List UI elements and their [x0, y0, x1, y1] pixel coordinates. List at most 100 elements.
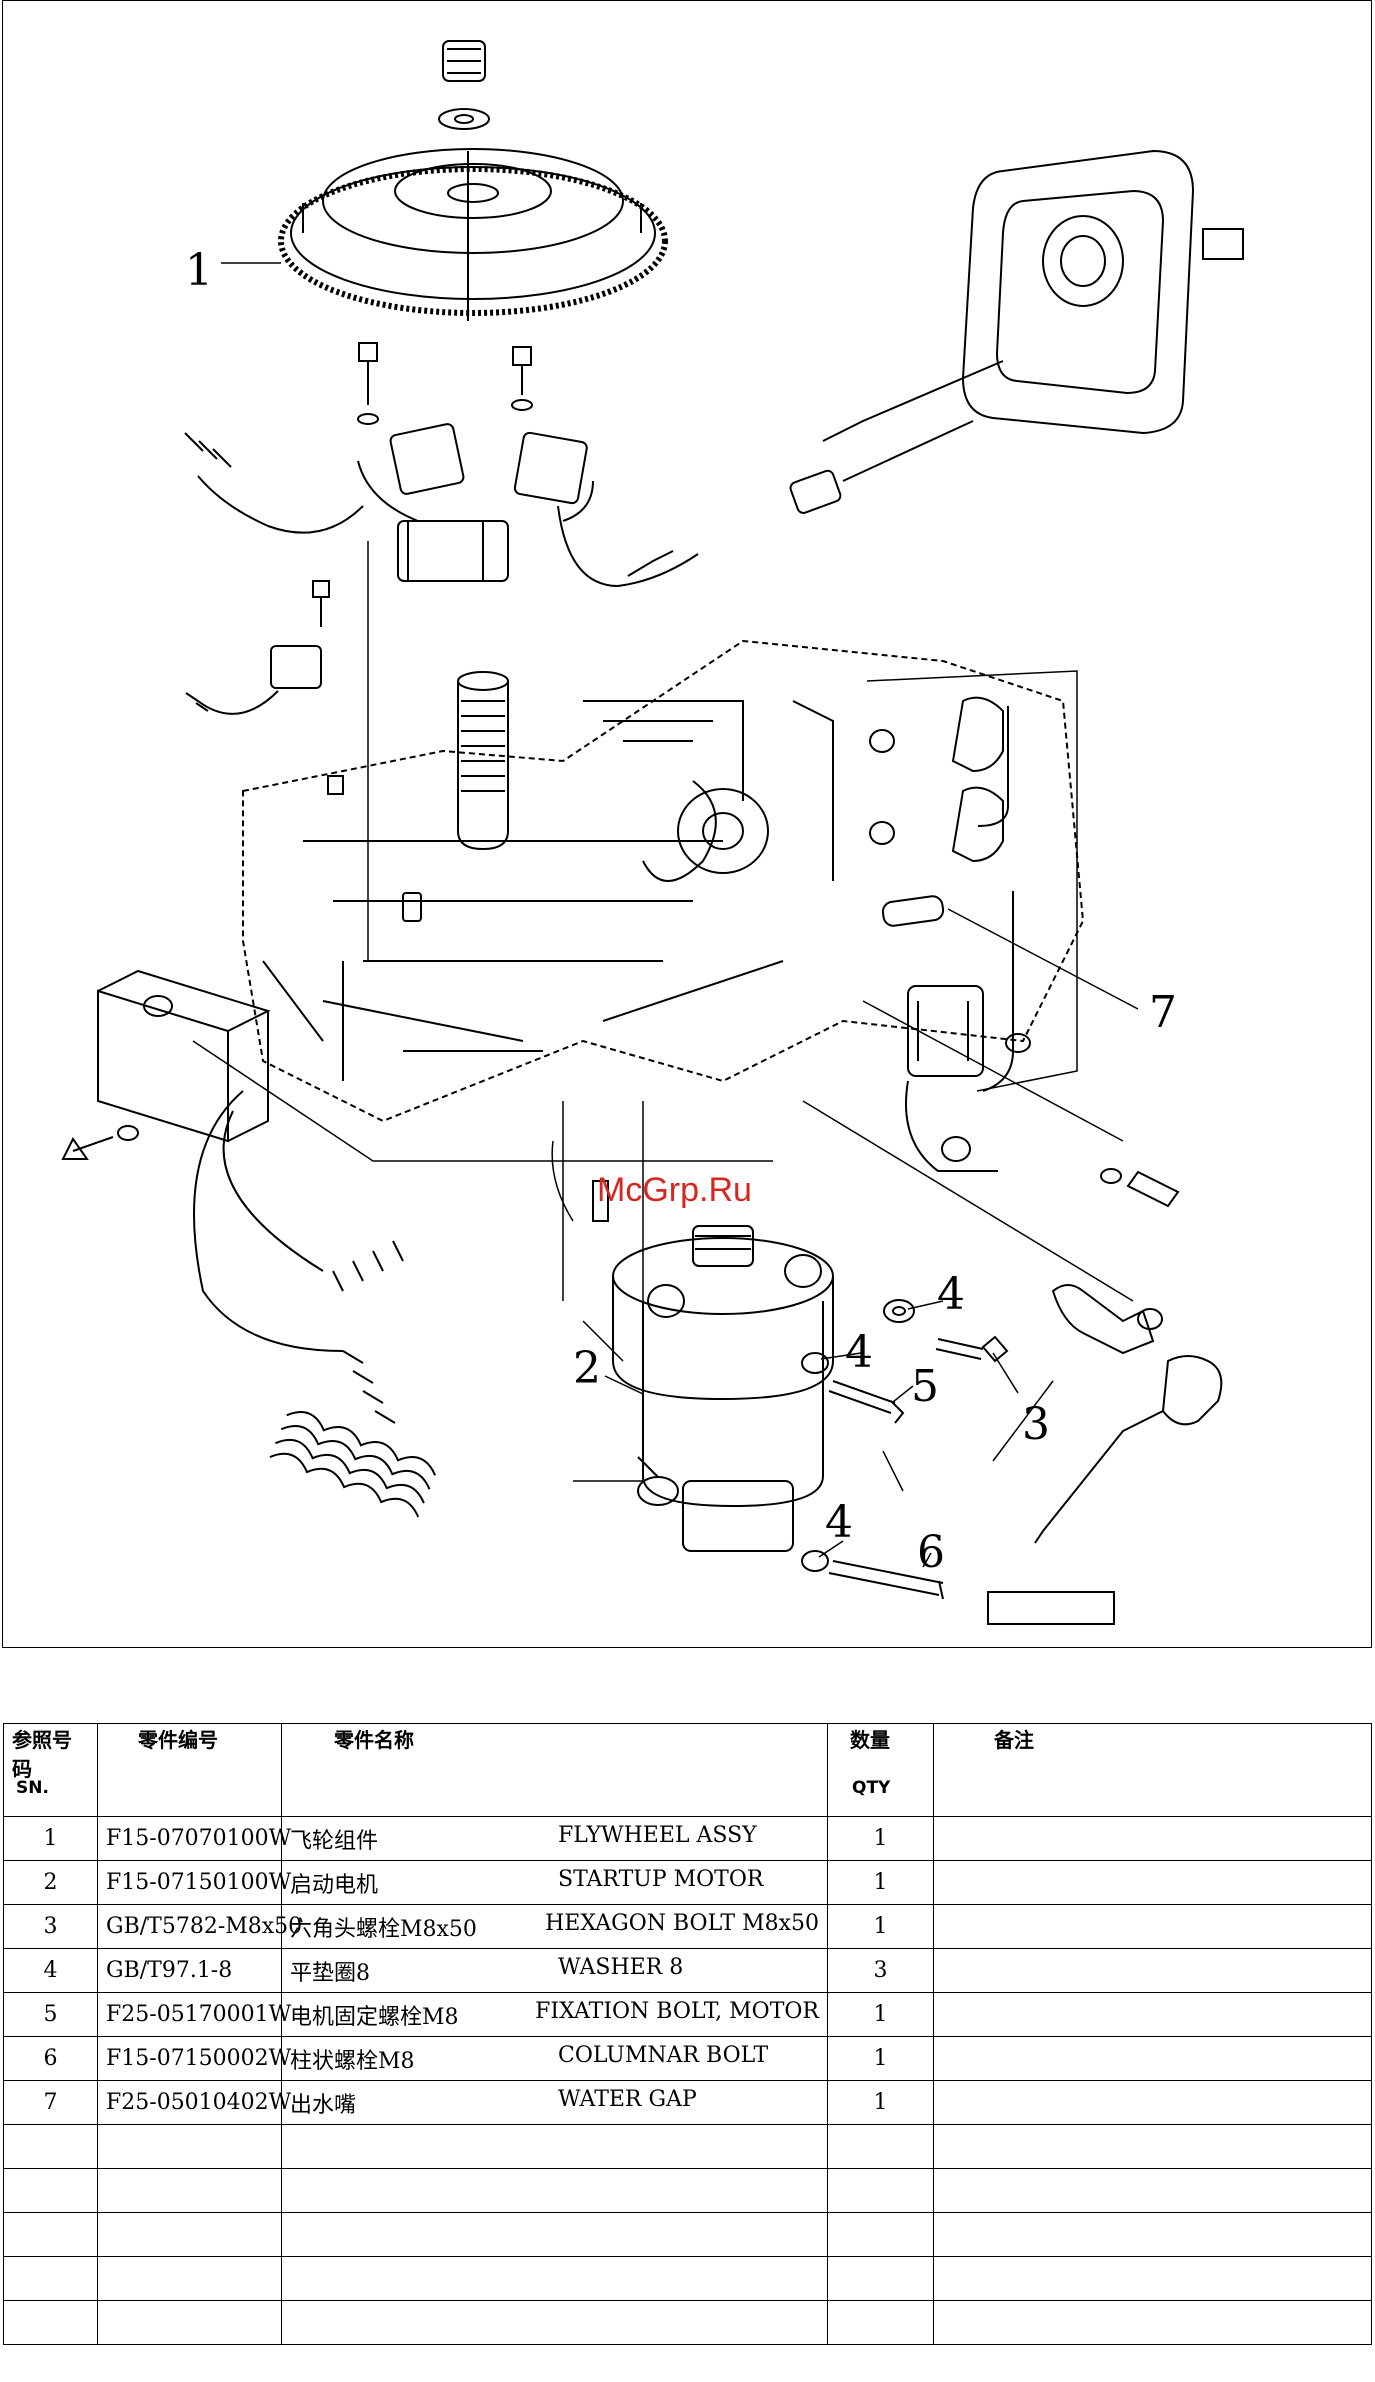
cell-name-en: FLYWHEEL ASSY [558, 1822, 757, 1848]
cell-name-en: HEXAGON BOLT M8x50 [545, 1910, 819, 1936]
cell-name [281, 2256, 828, 2301]
header-name-label: 零件名称 [334, 1728, 414, 1752]
callout-leaders [221, 262, 1139, 1568]
cell-part-no: F15-07150100W [97, 1860, 291, 1905]
cell-part-no [97, 2212, 282, 2257]
callout-4c: 4 [825, 1497, 853, 1548]
callout-6: 6 [917, 1527, 945, 1578]
cell-part-no: F15-07150002W [97, 2036, 291, 2081]
cell-remark [933, 1992, 1372, 2037]
cell-qty: 1 [827, 1992, 934, 2037]
cell-remark [933, 1904, 1372, 1949]
diagram-drawing [61, 40, 1244, 1625]
callout-2: 2 [573, 1343, 601, 1394]
exploded-parts-diagram: 1 2 3 4 4 4 5 6 7 McGrp.Ru [2, 0, 1372, 1648]
flywheel [278, 148, 668, 321]
cell-sn [3, 2212, 98, 2257]
cell-sn: 6 [3, 2036, 98, 2081]
cell-name-en: WASHER 8 [558, 1954, 684, 1980]
table-row [3, 2212, 1372, 2257]
cell-qty [827, 2300, 934, 2345]
header-sn-cn: 参照号码 [12, 1728, 72, 1781]
cell-remark [933, 1948, 1372, 1993]
callout-7: 7 [1149, 987, 1177, 1038]
stator-bolts [357, 342, 533, 425]
cell-name [281, 2212, 828, 2257]
cell-part-no [97, 2168, 282, 2213]
cell-qty [827, 2256, 934, 2301]
cell-name-cn: 飞轮组件 [290, 1828, 379, 1854]
cell-remark [933, 2300, 1372, 2345]
cell-part-no [97, 2300, 282, 2345]
cell-sn [3, 2256, 98, 2301]
cell-sn: 3 [3, 1904, 98, 1949]
cell-name: 平垫圈8 WASHER 8 [281, 1948, 828, 1993]
stator-assembly [184, 423, 699, 588]
starter-motor [592, 1180, 834, 1552]
cell-name: 六角头螺栓M8x50 HEXAGON BOLT M8x50 [281, 1904, 828, 1949]
cell-sn: 4 [3, 1948, 98, 1993]
trigger-sensor [185, 580, 330, 715]
callout-4b: 4 [845, 1327, 873, 1378]
cell-name: 出水嘴 WATER GAP [281, 2080, 828, 2125]
cell-qty [827, 2212, 934, 2257]
power-head-block [242, 639, 1085, 1123]
cell-qty: 3 [827, 1948, 934, 1993]
cell-remark [933, 2124, 1372, 2169]
cell-qty: 1 [827, 1904, 934, 1949]
leader-lines [192, 541, 1134, 1492]
table-row [3, 2256, 1372, 2301]
callout-5: 5 [911, 1361, 939, 1412]
cell-qty: 1 [827, 1860, 934, 1905]
rectifier [61, 969, 404, 1424]
cell-name-en: STARTUP MOTOR [558, 1866, 764, 1892]
cell-name-cn: 出水嘴 [290, 2092, 357, 2118]
cell-name-en: WATER GAP [558, 2086, 697, 2112]
callout-1: 1 [185, 245, 213, 296]
callout-4a: 4 [937, 1269, 965, 1320]
cell-sn: 7 [3, 2080, 98, 2125]
starter-bolts [801, 1299, 1115, 1625]
cell-part-no: F15-07070100W [97, 1816, 291, 1861]
cell-name-cn: 柱状螺栓M8 [290, 2048, 415, 2074]
cell-sn [3, 2300, 98, 2345]
cell-name-cn: 平垫圈8 [290, 1960, 370, 1986]
cell-part-no: GB/T5782-M8x50 [97, 1904, 302, 1949]
cell-name-cn: 六角头螺栓M8x50 [290, 1916, 477, 1942]
cell-sn [3, 2124, 98, 2169]
cell-name [281, 2124, 828, 2169]
cell-qty: 1 [827, 2080, 934, 2125]
cell-remark [933, 2212, 1372, 2257]
header-qty-en: QTY [852, 1778, 891, 1798]
header-sn-en: SN. [16, 1778, 49, 1798]
header-qty: 数量 QTY [827, 1723, 934, 1817]
header-name: 零件名称 [281, 1723, 828, 1817]
cell-part-no: F25-05170001W [97, 1992, 291, 2037]
cell-sn: 5 [3, 1992, 98, 2037]
cell-qty [827, 2168, 934, 2213]
cell-qty: 1 [827, 2036, 934, 2081]
spring [269, 1411, 437, 1518]
cell-name: 柱状螺栓M8 COLUMNAR BOLT [281, 2036, 828, 2081]
cell-remark [933, 1860, 1372, 1905]
cell-name-en: COLUMNAR BOLT [558, 2042, 769, 2068]
header-qty-cn: 数量 [850, 1728, 890, 1752]
cell-name [281, 2168, 828, 2213]
watermark: McGrp.Ru [597, 1171, 752, 1209]
cell-part-no: GB/T97.1-8 [97, 1948, 282, 1993]
cell-name [281, 2300, 828, 2345]
header-remark: 备注 [933, 1723, 1372, 1817]
cell-sn: 2 [3, 1860, 98, 1905]
header-part-no-label: 零件编号 [138, 1728, 218, 1752]
cell-remark [933, 2168, 1372, 2213]
table-row [3, 2300, 1372, 2345]
